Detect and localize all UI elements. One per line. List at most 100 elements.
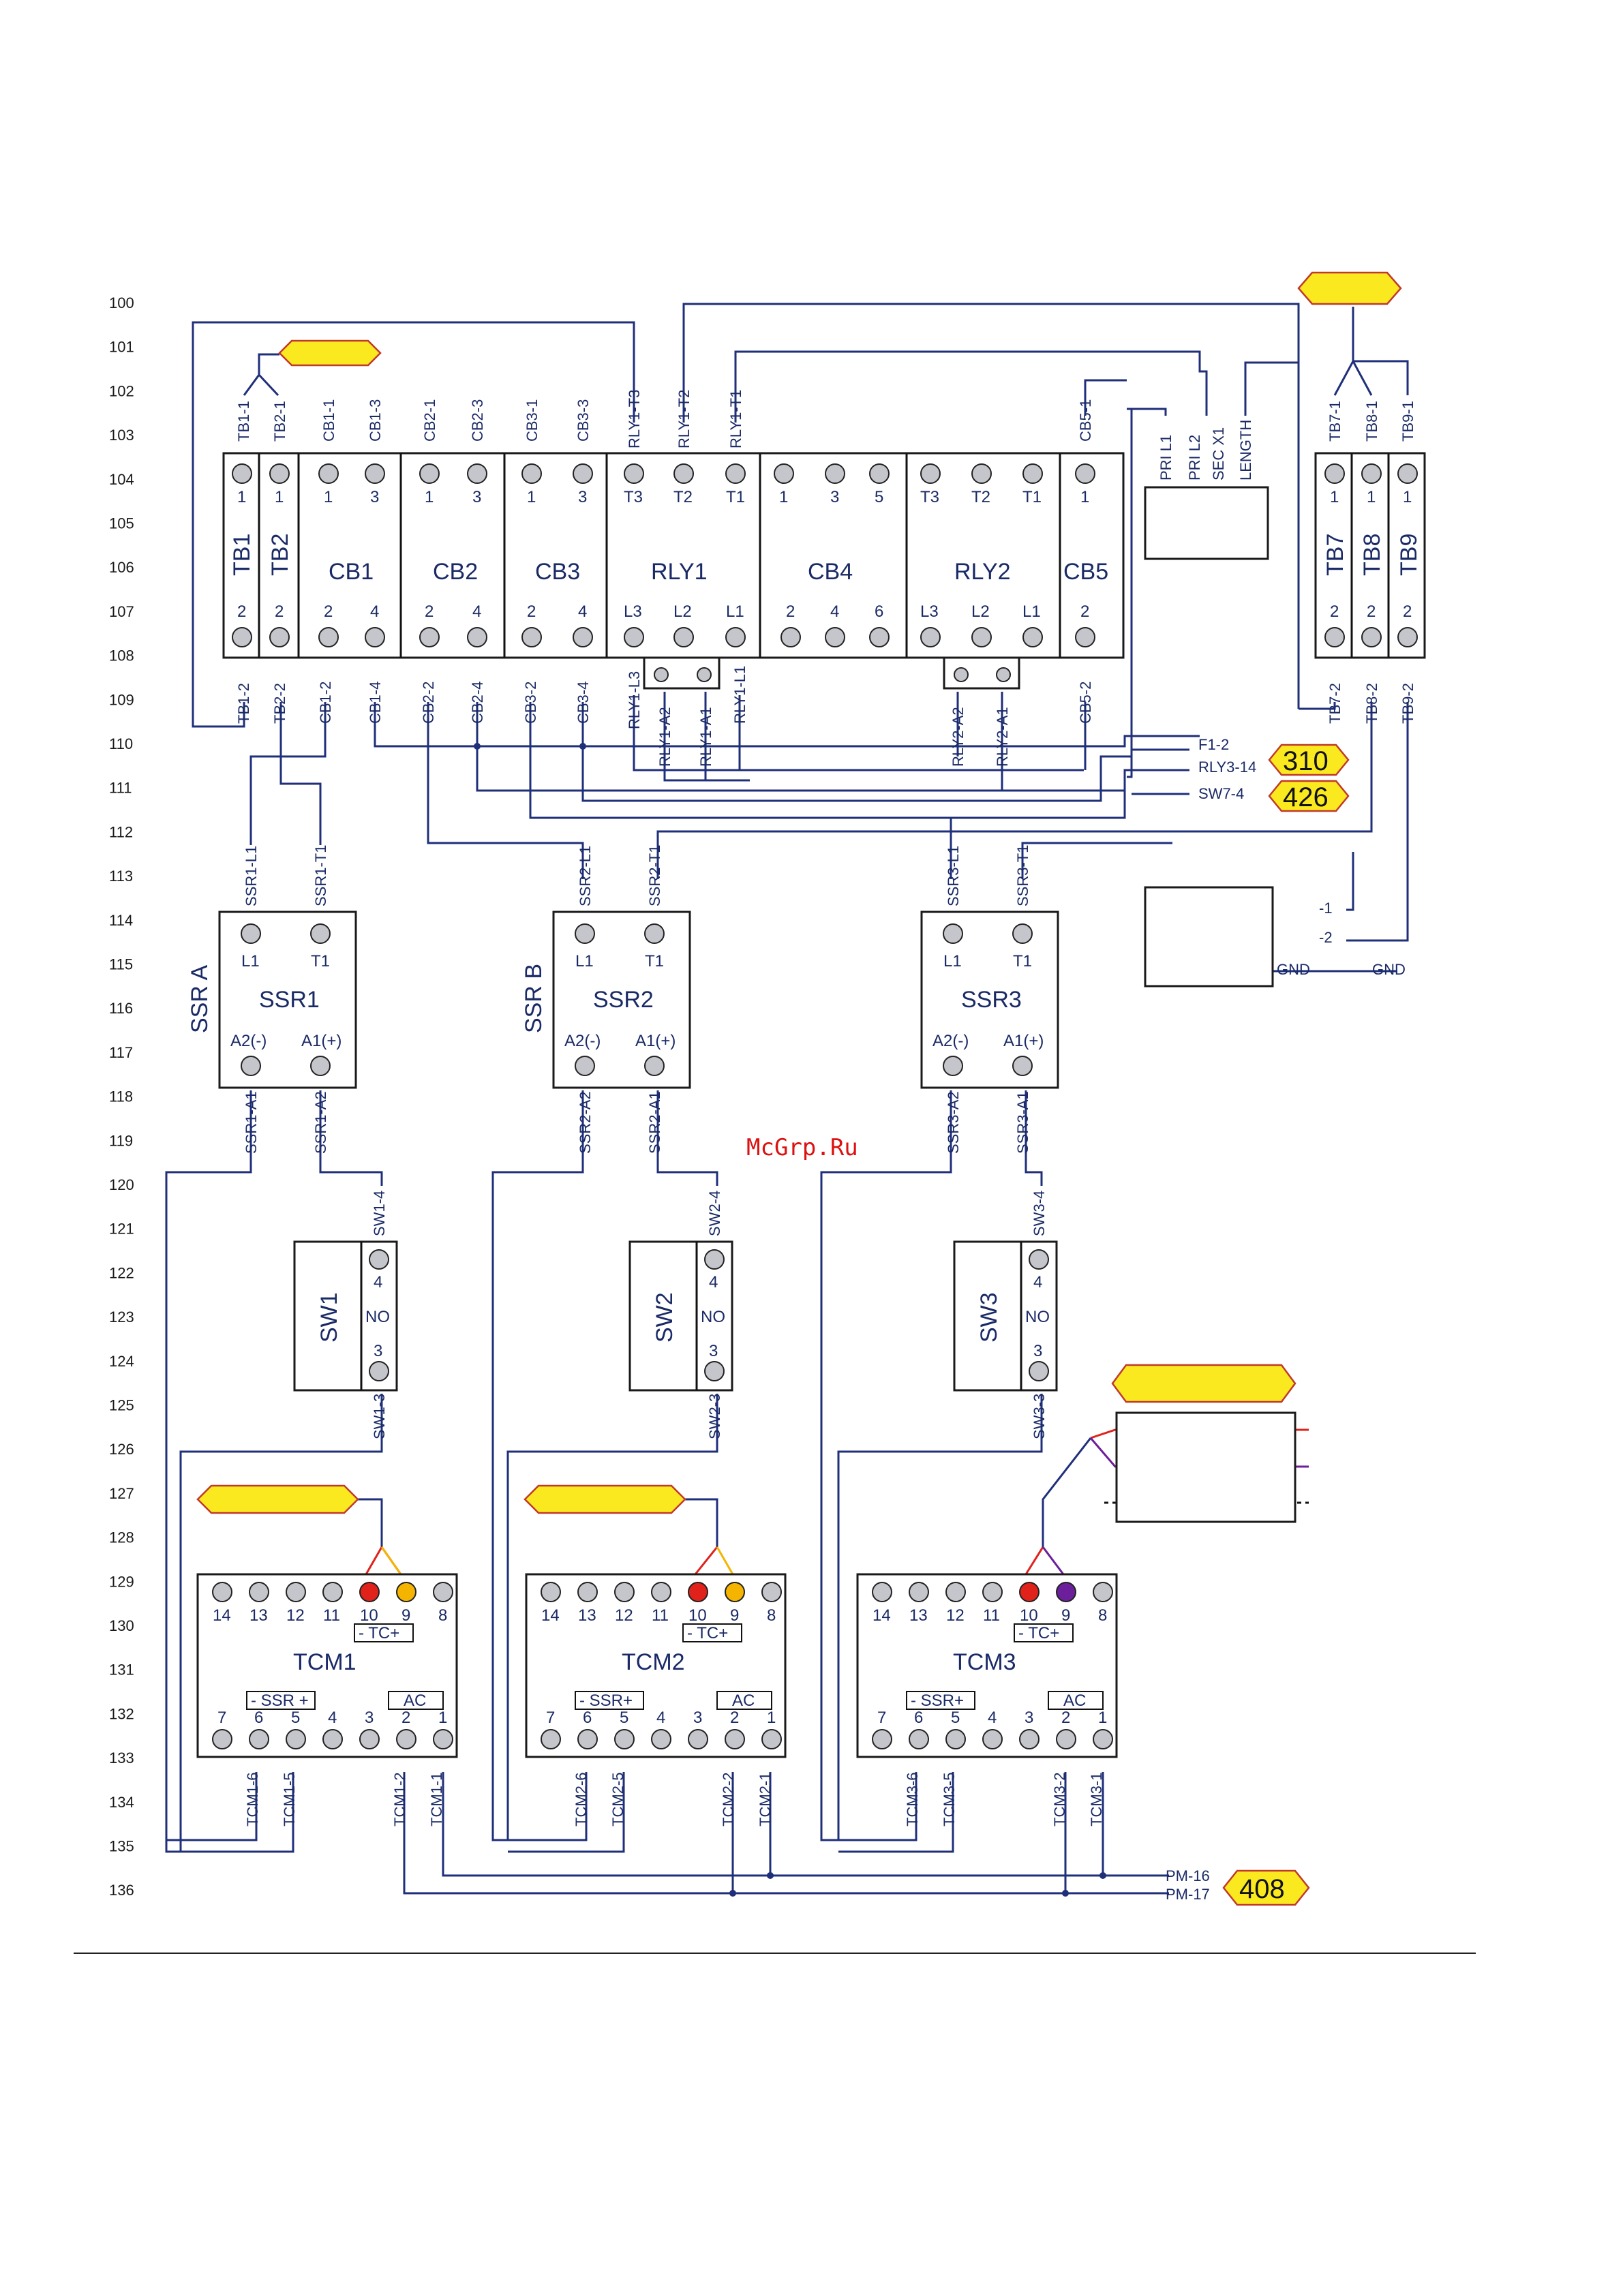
- ssr-wire-label: SSR2-T1: [646, 845, 663, 906]
- tcm-wire-label: TCM3-2: [1051, 1773, 1068, 1826]
- tag-tcm1: [196, 1484, 359, 1514]
- tcm-ac-label: AC: [404, 1692, 426, 1710]
- switch-name: SW3: [976, 1292, 1002, 1343]
- line-number: 105: [109, 515, 134, 532]
- ssr-wire-label: SSR2-A1: [646, 1091, 663, 1154]
- ssr-pin: T1: [1013, 952, 1032, 970]
- line-number-column: 1001011021031041051061071081091101111121…: [109, 294, 134, 1899]
- ssr-wire-label: SSR3-T1: [1014, 845, 1031, 906]
- tag-line-100: [1297, 271, 1402, 305]
- top-row-components: TB1 TB2 CB1 CB2 CB3 RLY1 CB4 RLY2 CB5 1 …: [222, 390, 1426, 767]
- line-number: 130: [109, 1617, 134, 1634]
- length-label: LENGTH: [1237, 420, 1254, 480]
- line-number: 100: [109, 294, 134, 311]
- svg-text:TB2-1: TB2-1: [271, 401, 288, 442]
- cb5-label: CB5: [1063, 559, 1108, 585]
- svg-text:TB7-2: TB7-2: [1326, 683, 1344, 724]
- ssr-wire-label: SSR1-A1: [243, 1091, 260, 1154]
- tcm-wire-label: TCM2-1: [757, 1773, 774, 1826]
- ssr-pin: A2(-): [230, 1032, 267, 1050]
- pm-17-label: PM-17: [1166, 1886, 1210, 1903]
- tcm-pin: 13: [249, 1606, 268, 1625]
- svg-text:RLY2-A1: RLY2-A1: [994, 707, 1011, 767]
- svg-text:RLY1-L3: RLY1-L3: [626, 671, 643, 729]
- svg-text:L3: L3: [920, 602, 939, 621]
- tag-tcm2: [524, 1484, 686, 1514]
- ssr-pin: A2(-): [564, 1032, 601, 1050]
- ssr-pin: A1(+): [1003, 1032, 1044, 1050]
- svg-text:CB1-4: CB1-4: [367, 682, 384, 724]
- ssr-pin: T1: [645, 952, 664, 970]
- tcm-pin: 13: [578, 1606, 596, 1625]
- tcm-pin: 4: [328, 1709, 337, 1727]
- f1-2-label: F1-2: [1198, 736, 1229, 753]
- ssr-name: SSR2: [593, 987, 654, 1013]
- line-number: 123: [109, 1308, 134, 1326]
- svg-text:T2: T2: [971, 488, 990, 506]
- svg-text:L2: L2: [971, 602, 990, 621]
- svg-text:L1: L1: [726, 602, 744, 621]
- tcm-wire-label: TCM2-5: [609, 1773, 626, 1826]
- tb2-label: TB2: [267, 534, 293, 576]
- tcm-pin: 5: [951, 1709, 960, 1727]
- line-number: 108: [109, 647, 134, 664]
- switch-wire-label: SW2-4: [706, 1191, 723, 1236]
- wires: [74, 303, 1476, 1954]
- svg-text:CB3-4: CB3-4: [575, 682, 592, 724]
- line-number: 121: [109, 1221, 134, 1238]
- tcm-pin: 14: [213, 1606, 231, 1625]
- tcm-pin: 6: [254, 1709, 263, 1727]
- line-number: 136: [109, 1882, 134, 1899]
- tcm-ssr-label: - SSR+: [911, 1692, 964, 1710]
- line-number: 104: [109, 471, 134, 488]
- svg-text:1: 1: [527, 488, 536, 506]
- tcm-wire-label: TCM2-6: [573, 1773, 590, 1826]
- ssr-pin: A1(+): [635, 1032, 676, 1050]
- svg-text:RLY1-L1: RLY1-L1: [731, 666, 748, 724]
- svg-text:2: 2: [425, 602, 434, 621]
- ssr-wire-label: SSR1-T1: [312, 845, 329, 906]
- tag-tcm3: [1111, 1364, 1296, 1403]
- line-number: 106: [109, 559, 134, 576]
- line-number: 128: [109, 1529, 134, 1546]
- ssr-wire-label: SSR2-L1: [577, 846, 594, 906]
- ssr-wire-label: SSR2-A2: [577, 1091, 594, 1154]
- line-number: 101: [109, 339, 134, 356]
- switch-pin: NO: [1025, 1308, 1050, 1326]
- svg-text:CB2-3: CB2-3: [469, 399, 486, 442]
- tcm-wire-label: TCM3-1: [1088, 1773, 1105, 1826]
- rly3-14-label: RLY3-14: [1198, 759, 1256, 776]
- line-number: 103: [109, 427, 134, 444]
- tcm-pin: 5: [291, 1709, 300, 1727]
- svg-text:2: 2: [1403, 602, 1412, 621]
- line-number: 119: [109, 1132, 133, 1149]
- switch-pin: NO: [701, 1308, 725, 1326]
- top-row-terminals: [232, 463, 1095, 647]
- line-number: 113: [109, 868, 133, 885]
- svg-text:T1: T1: [726, 488, 745, 506]
- tcm-pin: 8: [767, 1606, 776, 1625]
- svg-text:1: 1: [1403, 488, 1412, 506]
- ssr-wire-label: SSR1-L1: [243, 846, 260, 906]
- line-number: 115: [109, 956, 133, 973]
- svg-text:CB2-2: CB2-2: [420, 682, 437, 724]
- ssr-pin: L1: [575, 952, 594, 970]
- svg-text:4: 4: [830, 602, 839, 621]
- tcm-wire-label: TCM1-1: [428, 1773, 445, 1826]
- tcm-pin: 13: [909, 1606, 928, 1625]
- tcm-pin: 3: [365, 1709, 374, 1727]
- ssr-name: SSR1: [259, 987, 320, 1013]
- svg-text:2: 2: [1367, 602, 1376, 621]
- tcm-pin: 2: [401, 1709, 410, 1727]
- tcm-ssr-label: - SSR+: [579, 1692, 633, 1710]
- tcm-pin: 8: [1098, 1606, 1107, 1625]
- tcm-wire-label: TCM1-2: [391, 1773, 408, 1826]
- tcm-pin: 7: [217, 1709, 226, 1727]
- line-number: 110: [109, 735, 133, 752]
- top-row-pin-numbers: 1 2 1 2 1 3 2 4 1 3 2 4 1 3 2 4 T3 T2 T1…: [237, 488, 1089, 621]
- line-number: 131: [109, 1662, 134, 1679]
- svg-text:L2: L2: [673, 602, 692, 621]
